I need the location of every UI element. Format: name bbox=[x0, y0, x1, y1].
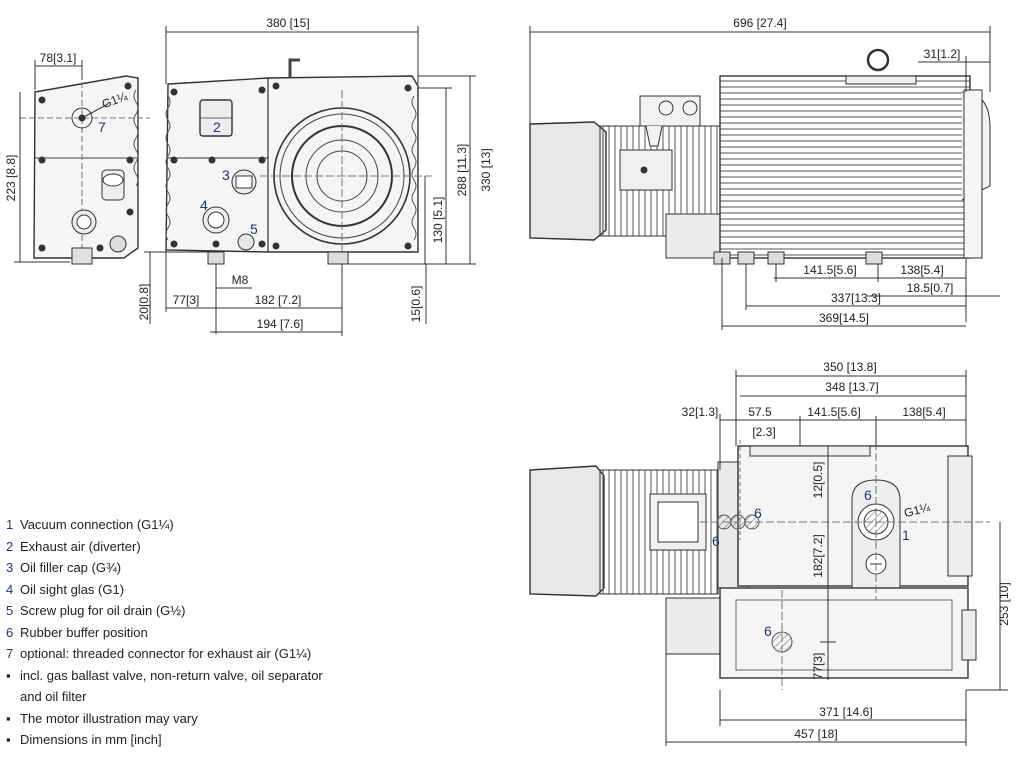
front-view bbox=[144, 26, 476, 336]
note-item: ▪ Dimensions in mm [inch] bbox=[6, 729, 323, 751]
legend-item: 2 Exhaust air (diverter) bbox=[6, 536, 323, 558]
dim-194: 194 [7.6] bbox=[257, 317, 304, 331]
bullet-icon: ▪ bbox=[6, 710, 11, 726]
dim-20: 20[0.8] bbox=[137, 284, 151, 321]
dim-g114-top: G1¼ bbox=[903, 500, 933, 521]
legend-item: 5 Screw plug for oil drain (G½) bbox=[6, 600, 323, 622]
bullet-icon: ▪ bbox=[6, 732, 11, 747]
dim-288: 288 [11.3] bbox=[455, 144, 469, 197]
legend-text: Oil filler cap (G¾) bbox=[20, 560, 122, 575]
callout-3: 3 bbox=[222, 167, 230, 183]
dim-380: 380 [15] bbox=[266, 16, 309, 30]
dim-369: 369[14.5] bbox=[819, 311, 869, 325]
legend-text: Exhaust air (diverter) bbox=[20, 538, 141, 554]
top-view bbox=[529, 370, 1008, 746]
dim-57-5: 57.5 bbox=[748, 405, 772, 419]
callout-7: 7 bbox=[98, 119, 106, 135]
callout-6-b: 6 bbox=[754, 505, 762, 521]
dim-130: 130 [5.1] bbox=[431, 197, 445, 244]
legend-text: optional: threaded connector for exhaust… bbox=[20, 646, 312, 661]
callout-2: 2 bbox=[213, 119, 221, 135]
dim-330: 330 [13] bbox=[479, 148, 493, 191]
dim-32: 32[1.3] bbox=[682, 405, 719, 419]
legend-number: 4 bbox=[6, 581, 14, 597]
dim-457: 457 [18] bbox=[794, 727, 837, 741]
legend-number: 3 bbox=[6, 560, 14, 575]
note-continuation: and oil filter bbox=[6, 686, 323, 708]
dim-15: 15[0.6] bbox=[409, 286, 423, 323]
note-text: incl. gas ballast valve, non-return valv… bbox=[20, 667, 323, 683]
legend-number: 5 bbox=[6, 603, 14, 618]
side-view bbox=[529, 26, 1000, 330]
legend-text: Vacuum connection (G1¼) bbox=[20, 517, 174, 532]
dim-78: 78[3.1] bbox=[40, 51, 77, 65]
dim-182-top: 182[7.2] bbox=[811, 534, 825, 577]
legend-text: Rubber buffer position bbox=[20, 624, 148, 640]
legend-number: 6 bbox=[6, 624, 14, 640]
dim-696: 696 [27.4] bbox=[733, 16, 786, 30]
legend-item: 7 optional: threaded connector for exhaus… bbox=[6, 643, 323, 665]
dim-18-5: 18.5[0.7] bbox=[907, 281, 954, 295]
legend-number: 7 bbox=[6, 646, 14, 661]
legend-item: 3 Oil filler cap (G¾) bbox=[6, 557, 323, 579]
legend-item: 4 Oil sight glas (G1) bbox=[6, 579, 323, 601]
callout-4: 4 bbox=[200, 197, 208, 213]
dim-2-3: [2.3] bbox=[752, 425, 775, 439]
callout-1: 1 bbox=[902, 527, 910, 543]
note-text: and oil filter bbox=[20, 689, 87, 704]
end-view-left bbox=[14, 60, 150, 265]
legend-text: Oil sight glas (G1) bbox=[20, 581, 125, 597]
dim-348: 348 [13.7] bbox=[825, 380, 878, 394]
callout-6-c: 6 bbox=[712, 533, 720, 549]
dim-77-top: 77[3] bbox=[811, 653, 825, 680]
note-text: The motor illustration may vary bbox=[20, 710, 198, 726]
dim-77: 77[3] bbox=[173, 293, 200, 307]
callout-6-a: 6 bbox=[864, 487, 872, 503]
dim-138-side: 138[5.4] bbox=[900, 263, 943, 277]
note-text: Dimensions in mm [inch] bbox=[20, 732, 162, 747]
legend-item: 1 Vacuum connection (G1¼) bbox=[6, 514, 323, 536]
dimension-labels: 380 [15] 78[3.1] 223 [8.8] 288 [11.3] 33… bbox=[4, 16, 1011, 741]
legend-text: Screw plug for oil drain (G½) bbox=[20, 603, 186, 618]
dim-m8: M8 bbox=[232, 273, 249, 287]
bullet-icon: ▪ bbox=[6, 667, 11, 683]
dim-350: 350 [13.8] bbox=[823, 360, 876, 374]
dim-138-top: 138[5.4] bbox=[902, 405, 945, 419]
dim-223: 223 [8.8] bbox=[4, 155, 18, 202]
callout-6-d: 6 bbox=[764, 623, 772, 639]
dim-182: 182 [7.2] bbox=[255, 293, 302, 307]
dim-141-5-side: 141.5[5.6] bbox=[803, 263, 856, 277]
legend-number: 2 bbox=[6, 538, 14, 554]
legend-number: 1 bbox=[6, 517, 14, 532]
legend-list: 1 Vacuum connection (G1¼) 2 Exhaust air (d… bbox=[6, 514, 323, 751]
dim-253: 253 [10] bbox=[997, 582, 1011, 625]
dim-141-5-top: 141.5[5.6] bbox=[807, 405, 860, 419]
dim-31: 31[1.2] bbox=[924, 47, 961, 61]
legend-item: 6 Rubber buffer position bbox=[6, 622, 323, 644]
dim-12: 12[0.5] bbox=[811, 462, 825, 499]
callout-5: 5 bbox=[250, 221, 258, 237]
note-item: ▪ The motor illustration may vary bbox=[6, 708, 323, 730]
dim-337: 337[13.3] bbox=[831, 291, 881, 305]
callout-numbers: 2 3 4 5 7 1 6 6 6 6 bbox=[98, 119, 910, 639]
dim-371: 371 [14.6] bbox=[819, 705, 872, 719]
note-item: ▪ incl. gas ballast valve, non-return val… bbox=[6, 665, 323, 687]
